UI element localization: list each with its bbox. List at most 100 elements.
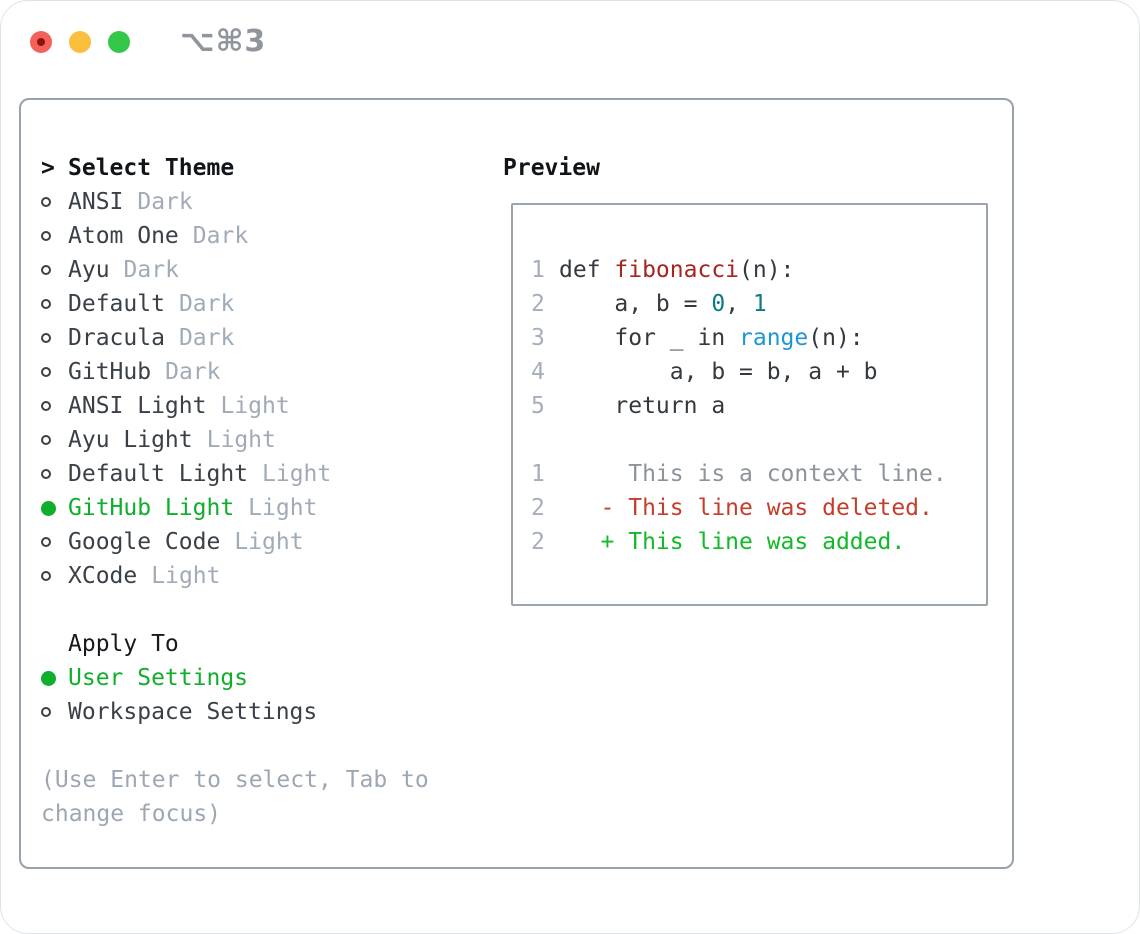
theme-list-header: > Select Theme xyxy=(41,151,429,185)
apply-to-title: Apply To xyxy=(68,631,179,657)
theme-variant-tag: Dark xyxy=(165,359,221,385)
radio-cell xyxy=(41,571,68,581)
line-number xyxy=(531,423,545,457)
radio-icon xyxy=(41,231,51,241)
radio-cell xyxy=(41,299,68,309)
theme-variant-tag: Dark xyxy=(192,223,249,249)
code-token: (n): xyxy=(808,325,864,351)
radio-cell xyxy=(41,231,68,241)
code-token: range xyxy=(739,325,809,351)
theme-variant-tag: Light xyxy=(220,393,290,419)
radio-cell xyxy=(41,500,68,516)
radio-icon xyxy=(41,537,51,547)
code-token: (n): xyxy=(739,257,795,283)
theme-variant-tag: Light xyxy=(206,427,276,453)
radio-icon xyxy=(41,401,51,411)
close-button[interactable] xyxy=(30,31,52,53)
code-token: This is a context line. xyxy=(559,461,947,487)
theme-list-item[interactable]: Ayu Light Light xyxy=(41,423,429,457)
code-line: 3 for _ in range(n): xyxy=(531,321,972,355)
code-token: return a xyxy=(559,393,726,419)
apply-to-option[interactable]: User Settings xyxy=(41,661,429,695)
line-number: 1 xyxy=(531,461,545,487)
code-token: for _ in xyxy=(559,325,740,351)
code-token: 1 xyxy=(752,291,767,317)
radio-icon xyxy=(41,299,51,309)
spacer xyxy=(41,729,429,763)
theme-list-item[interactable]: GitHub Dark xyxy=(41,355,429,389)
radio-cell xyxy=(41,537,68,547)
radio-cell xyxy=(41,707,68,717)
line-number: 2 xyxy=(531,529,545,555)
close-button-dot xyxy=(37,38,45,46)
radio-selected-icon xyxy=(41,500,56,516)
zoom-button[interactable] xyxy=(108,31,130,53)
theme-list-item[interactable]: ANSI Light Light xyxy=(41,389,429,423)
spacer xyxy=(41,593,429,627)
code-line: 1 This is a context line. xyxy=(531,457,972,491)
line-number: 3 xyxy=(531,325,545,351)
radio-cell xyxy=(41,435,68,445)
theme-name: GitHub xyxy=(68,359,152,385)
theme-name: ANSI Light xyxy=(68,393,207,419)
titlebar: ⌥⌘3 xyxy=(30,27,266,57)
theme-name: Default xyxy=(68,291,165,317)
radio-cell xyxy=(41,469,68,479)
line-number: 4 xyxy=(531,359,545,385)
code-text: for _ in range(n): xyxy=(559,321,864,355)
apply-to-header: Apply To xyxy=(41,627,429,661)
theme-name: Ayu Light xyxy=(68,427,193,453)
theme-name: XCode xyxy=(68,563,138,589)
code-line xyxy=(531,423,972,457)
theme-name: Ayu xyxy=(68,257,110,283)
apply-option-label: Workspace Settings xyxy=(68,699,318,725)
code-line: 4 a, b = b, a + b xyxy=(531,355,972,389)
radio-cell xyxy=(41,333,68,343)
code-token: 0 xyxy=(711,291,726,317)
radio-icon xyxy=(41,571,51,581)
theme-name: Google Code xyxy=(68,529,221,555)
theme-list-title: Select Theme xyxy=(68,155,235,181)
theme-name: Dracula xyxy=(68,325,165,351)
radio-icon xyxy=(41,333,51,343)
radio-cell xyxy=(41,401,68,411)
code-text: a, b = 0, 1 xyxy=(559,287,767,321)
help-text-line-2: change focus) xyxy=(41,801,222,827)
code-text: return a xyxy=(559,389,725,423)
theme-variant-tag: Light xyxy=(248,495,318,521)
code-text: def fibonacci(n): xyxy=(559,253,794,287)
help-text-line-1: (Use Enter to select, Tab to xyxy=(41,767,429,793)
radio-icon xyxy=(41,435,51,445)
theme-list-item[interactable]: Default Dark xyxy=(41,287,429,321)
radio-icon xyxy=(41,469,51,479)
radio-cell xyxy=(41,197,68,207)
code-token: a, b = b, a + b xyxy=(559,359,878,385)
line-number: 2 xyxy=(531,495,545,521)
theme-variant-tag: Dark xyxy=(178,291,235,317)
radio-selected-icon xyxy=(41,670,56,686)
preview-title: Preview xyxy=(503,155,600,181)
code-token: def xyxy=(559,257,615,283)
code-token: a, b = xyxy=(559,291,712,317)
apply-to-option[interactable]: Workspace Settings xyxy=(41,695,429,729)
code-line: 2 - This line was deleted. xyxy=(531,491,972,525)
minimize-button[interactable] xyxy=(69,31,91,53)
code-text: - This line was deleted. xyxy=(559,491,933,525)
apply-option-label: User Settings xyxy=(68,665,249,691)
code-text: a, b = b, a + b xyxy=(559,355,878,389)
code-line: 2 a, b = 0, 1 xyxy=(531,287,972,321)
